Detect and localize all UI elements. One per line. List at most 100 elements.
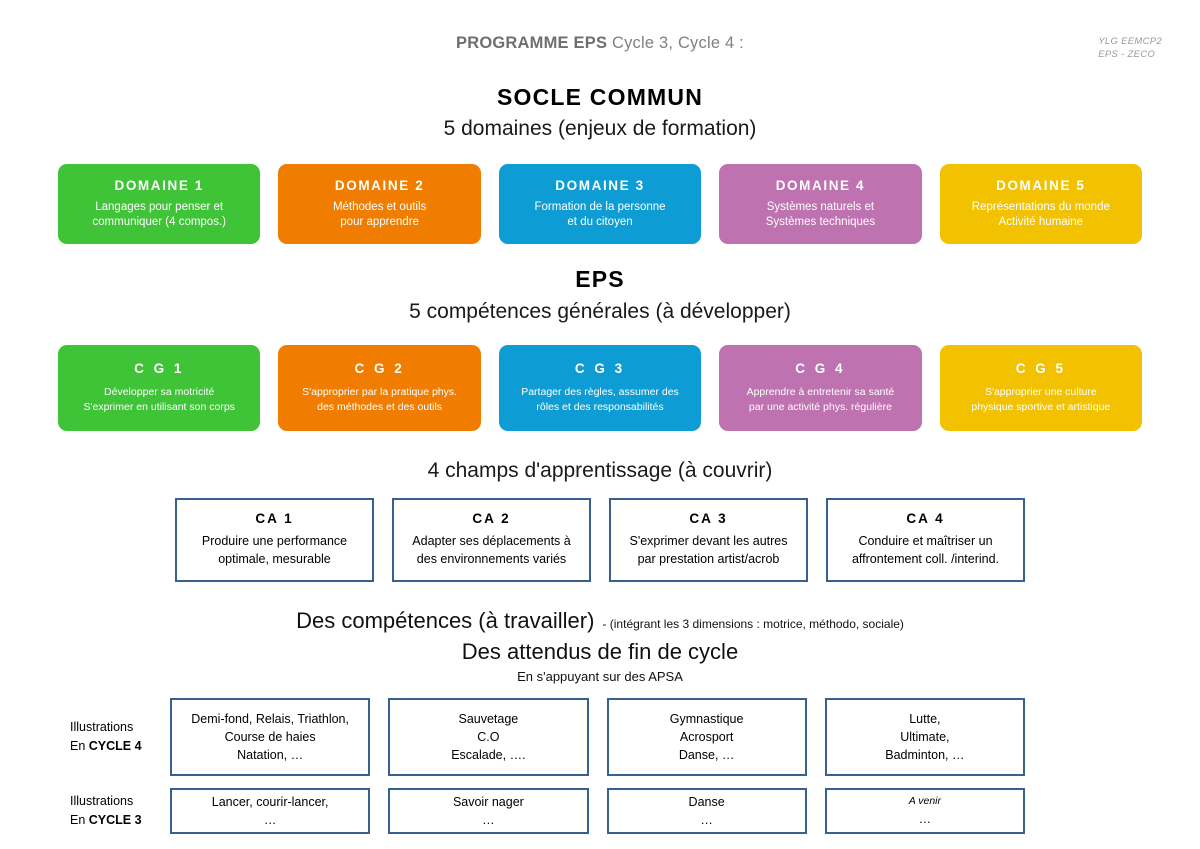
cg-card-1[interactable]: C G 1 Développer sa motricité S'exprimer… [58,344,261,431]
apsa-box-c3-4[interactable]: A venir … [824,788,1025,835]
domaine-card-2[interactable]: DOMAINE 2 Méthodes et outils pour appren… [278,164,481,245]
cg-desc-line-2: rôles et des responsabilités [536,400,664,413]
ca-box-3[interactable]: CA 3 S'exprimer devant les autres par pr… [609,498,808,583]
ca-desc-line-2: optimale, mesurable [218,552,331,567]
cg-title: C G 1 [134,360,185,376]
apsa-line-2: … [482,813,495,828]
domaine-desc-line-2: Activité humaine [998,216,1084,229]
socle-title: SOCLE COMMUN [496,84,704,110]
domaine-desc: Langages pour penser et communiquer (4 c… [92,200,226,232]
page-header: PROGRAMME EPS Cycle 3, Cycle 4 : YLG EEM… [0,0,1200,66]
domaine-card-3[interactable]: DOMAINE 3 Formation de la personne et du… [498,164,702,245]
cg-desc-line-1: Apprendre à entretenir sa santé [746,385,895,398]
ca-desc: Produire une performance optimale, mesur… [202,533,347,569]
apsa-box-c4-4[interactable]: Lutte, Ultimate, Badminton, … [824,698,1025,777]
cg-desc-line-1: Partager des règles, assumer des [521,385,679,398]
eps-subtitle: 5 compétences générales (à développer) [409,299,791,323]
ca-desc: Adapter ses déplacements à des environne… [412,533,570,569]
ca-box-2[interactable]: CA 2 Adapter ses déplacements à des envi… [392,498,591,583]
competences-line: Des compétences (à travailler)- (intégra… [0,608,1200,634]
ca-desc-line-2: affrontement coll. /interind. [851,552,1000,567]
cg-title: C G 4 [795,360,846,376]
domaine-card-5[interactable]: DOMAINE 5 Représentations du monde Activ… [939,164,1143,245]
cg-card-3[interactable]: C G 3 Partager des règles, assumer des r… [498,344,702,431]
apsa-text: Sauvetage C.O Escalade, …. [451,710,525,764]
domaine-card-1[interactable]: DOMAINE 1 Langages pour penser et commun… [58,164,261,245]
cg-title: C G 3 [574,360,626,376]
champs-row: CA 1 Produire une performance optimale, … [0,498,1200,583]
ca-title: CA 4 [906,511,945,527]
cg-card-5[interactable]: C G 5 S'approprier une culture physique … [939,344,1143,431]
apsa-text: Demi-fond, Relais, Triathlon, Course de … [191,710,349,764]
credits: YLG EEMCP2 EPS - ZECO [1098,36,1162,62]
illustrations-label-cycle: CYCLE 4 [88,739,142,754]
domaine-title: DOMAINE 1 [114,177,204,193]
domaine-desc-line-1: Représentations du monde [971,200,1110,213]
cg-card-4[interactable]: C G 4 Apprendre à entretenir sa santé pa… [719,344,922,431]
cg-desc-line-2: physique sportive et artistique [971,400,1111,413]
page-title: PROGRAMME EPS Cycle 3, Cycle 4 : [0,34,1200,53]
domaine-title: DOMAINE 4 [775,177,866,193]
illustrations-cycle3-boxes: Lancer, courir-lancer, … Savoir nager … … [170,788,1025,835]
domaine-desc-line-1: Langages pour penser et [95,200,224,213]
apsa-box-c4-1[interactable]: Demi-fond, Relais, Triathlon, Course de … [170,698,371,777]
apsa-subtitle: En s'appuyant sur des APSA [517,669,683,685]
domaine-desc-line-1: Formation de la personne [534,200,666,213]
apsa-line-2: Acrosport [679,730,734,745]
illustrations-cycle3-label: Illustrations En CYCLE 3 [60,788,170,834]
domaine-title: DOMAINE 2 [334,177,425,193]
cg-desc-line-1: Développer sa motricité [104,385,215,398]
apsa-line-1: Sauvetage [458,711,519,726]
apsa-box-c3-2[interactable]: Savoir nager … [388,788,589,835]
cg-desc-line-2: S'exprimer en utilisant son corps [83,400,235,413]
apsa-line-1: Lancer, courir-lancer, [211,795,329,810]
page-title-strong: PROGRAMME EPS [456,34,608,52]
competences-main: Des compétences (à travailler) [296,608,595,634]
illustrations-label-line-1: Illustrations [70,794,134,809]
apsa-line-2: … [918,811,932,826]
illustrations-cycle3-row: Illustrations En CYCLE 3 Lancer, courir-… [0,788,1200,835]
apsa-line-1: A venir [908,795,942,808]
domaines-row: DOMAINE 1 Langages pour penser et commun… [0,164,1200,245]
apsa-line-2: Ultimate, [900,730,950,745]
illustrations-label-line-2: En CYCLE 4 [70,737,170,756]
apsa-line-3: Natation, … [237,748,304,763]
domaine-title: DOMAINE 5 [996,177,1086,193]
apsa-text: Savoir nager … [453,793,524,829]
illustrations-cycle4-row: Illustrations En CYCLE 4 Demi-fond, Rela… [0,698,1200,777]
domaine-card-4[interactable]: DOMAINE 4 Systèmes naturels et Systèmes … [719,164,922,245]
eps-title: EPS [575,266,625,293]
illustrations-label-cycle: CYCLE 3 [88,813,142,828]
apsa-box-c4-3[interactable]: Gymnastique Acrosport Danse, … [606,698,807,777]
socle-subtitle: 5 domaines (enjeux de formation) [443,117,757,141]
illustrations-label-line-2: En CYCLE 3 [70,811,170,830]
socle-heading: SOCLE COMMUN 5 domaines (enjeux de forma… [0,84,1200,142]
cg-desc-line-1: S'approprier une culture [984,385,1097,398]
illustrations-label-line-1: Illustrations [70,720,134,735]
ca-title: CA 3 [689,511,728,527]
apsa-line-2: C.O [477,730,500,745]
ca-box-1[interactable]: CA 1 Produire une performance optimale, … [175,498,374,583]
apsa-line-1: Gymnastique [669,711,744,726]
apsa-box-c3-3[interactable]: Danse … [606,788,807,835]
apsa-text: Danse … [689,793,725,829]
apsa-line-2: … [263,813,277,828]
apsa-line-1: Demi-fond, Relais, Triathlon, [191,711,349,726]
cg-card-2[interactable]: C G 2 S'approprier par la pratique phys.… [278,344,481,431]
credits-line-1: YLG EEMCP2 [1098,36,1162,47]
apsa-line-2: … [700,813,713,828]
apsa-line-3: Danse, … [678,748,735,763]
domaine-desc-line-2: communiquer (4 compos.) [92,216,226,229]
apsa-line-3: Badminton, … [885,748,965,763]
apsa-box-c3-1[interactable]: Lancer, courir-lancer, … [170,788,371,835]
cg-desc: S'approprier une culture physique sporti… [971,385,1110,415]
cg-title: C G 2 [354,360,405,376]
ca-desc-line-1: Adapter ses déplacements à [412,534,571,549]
illustrations-label-prefix: En [70,739,89,754]
cg-desc: Apprendre à entretenir sa santé par une … [747,385,895,415]
competences-generales-row: C G 1 Développer sa motricité S'exprimer… [0,344,1200,431]
ca-box-4[interactable]: CA 4 Conduire et maîtriser un affronteme… [826,498,1025,583]
apsa-box-c4-2[interactable]: Sauvetage C.O Escalade, …. [388,698,589,777]
competences-block: Des compétences (à travailler)- (intégra… [0,608,1200,684]
domaine-desc: Systèmes naturels et Systèmes techniques [766,200,875,232]
